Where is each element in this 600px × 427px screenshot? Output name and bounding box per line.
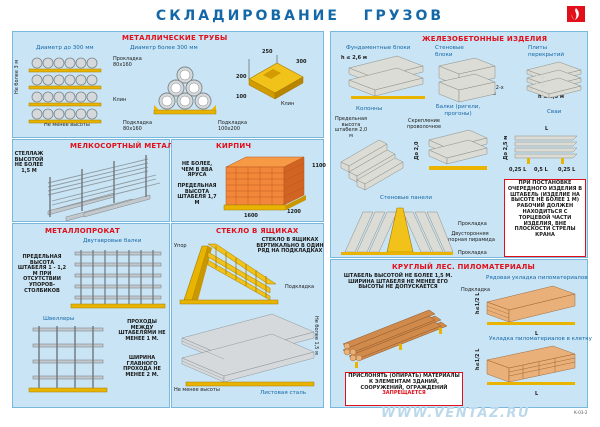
columns-icon: [340, 139, 404, 191]
small-metal-title: МЕЛКОСОРТНЫЙ МЕТАЛЛ: [70, 142, 180, 150]
foundation-h: h ≤ 2,6 м: [341, 55, 367, 61]
foundation-blocks-icon: [348, 55, 425, 99]
piles-label: Сваи: [547, 109, 562, 115]
foundation-blocks: Фундаментные блоки: [346, 45, 411, 51]
cage-l: L: [535, 391, 539, 397]
cage-stack-label: Укладка пиломатериалов в клетку: [489, 336, 592, 342]
metal-pipes-panel: МЕТАЛЛИЧЕСКИЕ ТРУБЫ Диаметр до 300 мм Ди…: [12, 31, 324, 138]
cage-h-le-l: h≤1/2 L: [475, 348, 481, 370]
wall-blocks-icon: [438, 57, 496, 103]
glass-panel: СТЕКЛО В ЯЩИКАХ Упор СТЕКЛО В ЯЩИКАХ ВЕР…: [171, 223, 324, 408]
pad-block-icon: [248, 55, 304, 100]
piles-quarter-1: 0,25 L: [509, 167, 527, 173]
timber-stack-rule: ШТАБЕЛЬ ВЫСОТОЙ НЕ БОЛЕЕ 1,5 М. ШИРИНА Ш…: [343, 273, 453, 291]
pipe-spacer-label: Прокладка 80х160: [113, 56, 142, 68]
timber-title: КРУГЛЫЙ ЛЕС. ПИЛОМАТЕРИАЛЫ: [392, 263, 535, 271]
wall-blocks: Стеновые блоки: [435, 45, 464, 58]
floor-slabs: Плиты перекрытий: [528, 45, 564, 58]
piles-half: 0,5 L: [534, 167, 548, 173]
wall-panels-icon: [341, 207, 454, 255]
pipe-min-height: Не менее высоты: [44, 122, 90, 128]
crane-note: ПРИ ПОСТАНОВКЕ ОЧЕРЕДНОГО ИЗДЕЛИЯ В ШТАБ…: [504, 179, 586, 257]
poster-code: К-03-2: [574, 410, 588, 415]
passages-label: ПРОХОДЫ МЕЖДУ ШТАБЕЛЯМИ НЕ МЕНЕЕ 1 М.: [118, 319, 166, 342]
beam-tie: Скрепление проволочное: [406, 118, 442, 130]
small-pipe-stack-icon: [28, 57, 102, 124]
row-l: L: [535, 331, 539, 337]
metal-pipes-title: МЕТАЛЛИЧЕСКИЕ ТРУБЫ: [122, 34, 228, 42]
watermark: WWW.VENTAZ.RU: [381, 406, 530, 421]
panel-pad: Прокладка: [458, 221, 487, 227]
dim-100: 100: [236, 94, 247, 100]
large-pipe-pyramid-icon: [153, 66, 217, 115]
brick-tiers: НЕ БОЛЕЕ, ЧЕМ В ВВА ЯРУСА: [181, 161, 213, 179]
glass-stop: Упор: [174, 243, 187, 249]
glass-rule: СТЕКЛО В ЯЩИКАХ ВЕРТИКАЛЬНО В ОДИН РЯД Н…: [256, 237, 324, 255]
timber-warning-text: ПРИСЛОНЯТЬ (ОПИРАТЬ) МАТЕРИАЛЫ К ЭЛЕМЕНТ…: [348, 373, 460, 391]
rolled-metal-title: МЕТАЛЛОПРОКАТ: [45, 227, 120, 235]
glass-crate-icon: [179, 243, 279, 305]
metal-rack-icon: [47, 155, 161, 222]
small-metal-stack-limit: СТЕЛЛАЖ ВЫСОТОЙ НЕ БОЛЕЕ 1,5 М: [14, 151, 44, 174]
pipe-small-diameter: Диаметр до 300 мм: [36, 45, 94, 51]
pipe-pad-2: Подкладка 100х200: [218, 120, 248, 132]
wedge-2-label: Клин: [281, 101, 295, 107]
piles-do-25: До 2,5 м: [503, 135, 509, 160]
glass-title: СТЕКЛО В ЯЩИКАХ: [216, 227, 299, 235]
beams-icon: [428, 129, 488, 170]
sheet-min-height: Не менее высоты: [174, 387, 220, 393]
dim-250: 250: [262, 49, 273, 55]
row-stack-label: Рядовая укладка пиломатериалов: [486, 275, 588, 281]
cage-stack-icon: [486, 345, 576, 385]
brick-dim-1600: 1600: [244, 213, 258, 219]
small-metal-panel: МЕЛКОСОРТНЫЙ МЕТАЛЛ СТЕЛЛАЖ ВЫСОТОЙ НЕ Б…: [12, 139, 179, 222]
piles-icon: [514, 135, 578, 164]
channels-label: Швеллеры: [43, 316, 75, 322]
main-passage-label: ШИРИНА ГЛАВНОГО ПРОХОДА НЕ МЕНЕЕ 2 М.: [123, 355, 161, 378]
brick-title: КИРПИЧ: [216, 142, 252, 150]
pipe-pad-1: Подкладка 80х160: [123, 120, 153, 132]
row-h-le-l: h≤1/2 L: [475, 292, 481, 314]
pipe-large-diameter: Диаметр более 300 мм: [130, 45, 198, 51]
panel-pad-2: Прокладка: [458, 250, 487, 256]
floor-slabs-icon: [526, 61, 582, 99]
brick-pallet-icon: [223, 156, 306, 211]
sheet-steel-stack-icon: [181, 313, 315, 387]
glass-pad: Подкладка: [285, 284, 315, 290]
brick-dim-1100: 1100: [312, 163, 326, 169]
dim-200: 200: [236, 74, 247, 80]
columns-limit: Предельная высота штабеля 2,0 м: [334, 116, 368, 139]
timber-panel: КРУГЛЫЙ ЛЕС. ПИЛОМАТЕРИАЛЫ ШТАБЕЛЬ ВЫСОТ…: [330, 259, 592, 408]
fire-logo-icon: [567, 6, 585, 22]
poster-title: СКЛАДИРОВАНИЕ ГРУЗОВ: [155, 8, 445, 24]
brick-height: ПРЕДЕЛЬНАЯ ВЫСОТА ШТАБЕЛЯ 1,7 М: [177, 183, 217, 206]
pipe-height-limit: Не более 3 м: [14, 59, 20, 94]
wall-panels-label: Стеновые панели: [380, 195, 433, 201]
beam-do-20: До 2,0: [414, 141, 420, 161]
timber-pad: Подкладка: [461, 287, 491, 293]
piles-quarter-2: 0,25 L: [558, 167, 576, 173]
dim-300: 300: [296, 59, 307, 65]
rolled-metal-panel: МЕТАЛЛОПРОКАТ Двутавровые балки ПРЕДЕЛЬН…: [12, 223, 170, 408]
rolled-metal-subtitle: Двутавровые балки: [83, 238, 142, 244]
piles-l: L: [545, 126, 549, 132]
brick-panel: КИРПИЧ НЕ БОЛЕЕ, ЧЕМ В ВВА ЯРУСА ПРЕДЕЛЬ…: [171, 139, 326, 222]
i-beam-stack-icon: [70, 250, 166, 309]
sheet-steel-label: Листовая сталь: [260, 390, 307, 396]
timber-warning: ПРИСЛОНЯТЬ (ОПИРАТЬ) МАТЕРИАЛЫ К ЭЛЕМЕНТ…: [345, 372, 463, 406]
pipe-wedge-label: Клин: [113, 97, 127, 103]
panel-pyramid: Двусторонняя опорная пирамида: [445, 231, 495, 243]
timber-warning-red: ЗАПРЕЩАЕТСЯ: [382, 390, 426, 397]
beams-label: Балки (ригели, прогоны): [435, 104, 481, 117]
channel-stack-icon: [28, 326, 108, 393]
concrete-panel: ЖЕЛЕЗОБЕТОННЫЕ ИЗДЕЛИЯ Фундаментные блок…: [330, 31, 588, 258]
brick-dim-1200: 1200: [287, 209, 301, 215]
log-pile-icon: [342, 309, 448, 368]
row-stack-icon: [486, 285, 576, 325]
rolled-metal-limit: ПРЕДЕЛЬНАЯ ВЫСОТА ШТАБЕЛЯ 1 - 1,2 М ПРИ …: [17, 254, 67, 294]
columns-label: Колонны: [356, 106, 383, 112]
concrete-title: ЖЕЛЕЗОБЕТОННЫЕ ИЗДЕЛИЯ: [422, 35, 548, 43]
